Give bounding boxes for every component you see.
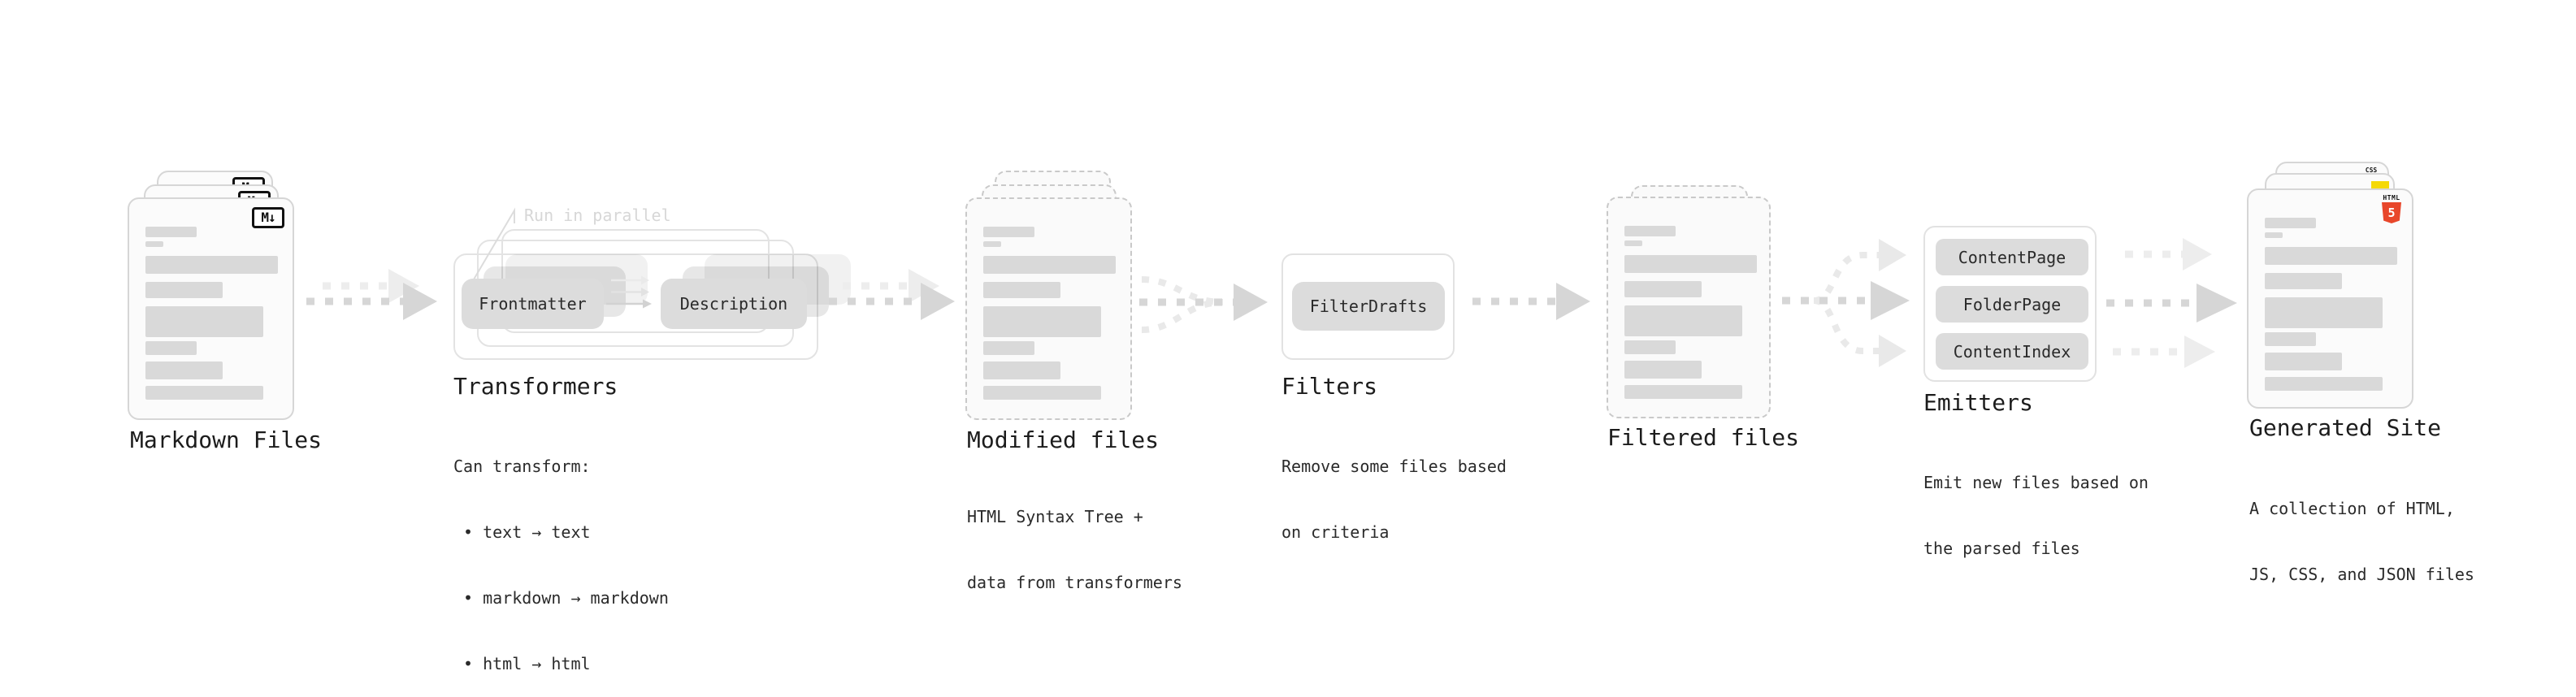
html5-icon-shield: 5 bbox=[2382, 202, 2401, 223]
placeholder-text-bar bbox=[145, 227, 197, 237]
filters-label: Filters bbox=[1281, 373, 1378, 400]
placeholder-text-bar bbox=[2265, 273, 2342, 289]
modified-file-card bbox=[965, 197, 1132, 420]
emitters-description: Emit new files based on the parsed files bbox=[1923, 428, 2149, 582]
modified-files-description: HTML Syntax Tree + data from transformer… bbox=[967, 462, 1182, 616]
arrow-filtered-to-emitters-fanout bbox=[1782, 239, 1910, 367]
frontmatter-pill: Frontmatter bbox=[462, 279, 604, 329]
placeholder-text-bar bbox=[2265, 218, 2316, 228]
arrow-markdown-to-transformers bbox=[306, 283, 437, 320]
placeholder-text-bar bbox=[2265, 247, 2397, 265]
transform-bullet-html: • html → html bbox=[463, 654, 591, 673]
filters-desc-line2: on criteria bbox=[1281, 522, 1390, 542]
site-file-card: HTML 5 bbox=[2247, 188, 2413, 409]
placeholder-text-bar bbox=[983, 241, 1001, 247]
html5-icon-label: HTML bbox=[2383, 194, 2400, 201]
emitters-desc-line2: the parsed files bbox=[1923, 539, 2080, 558]
filters-description: Remove some files based on criteria bbox=[1281, 412, 1507, 565]
site-desc-line1: A collection of HTML, bbox=[2249, 499, 2455, 518]
placeholder-text-bar bbox=[983, 256, 1116, 274]
placeholder-text-bar bbox=[983, 361, 1060, 379]
placeholder-text-bar bbox=[2265, 353, 2342, 370]
placeholder-text-bar bbox=[983, 341, 1034, 355]
arrow-transformers-to-modified-ghost bbox=[843, 269, 939, 303]
placeholder-text-bar bbox=[983, 306, 1101, 337]
modified-desc-line1: HTML Syntax Tree + bbox=[967, 507, 1143, 526]
html5-icon-number: 5 bbox=[2387, 206, 2396, 220]
filterdrafts-pill: FilterDrafts bbox=[1292, 282, 1445, 331]
placeholder-text-bar bbox=[1624, 361, 1702, 379]
placeholder-text-bar bbox=[1624, 255, 1757, 273]
html5-icon: HTML 5 bbox=[2381, 194, 2402, 223]
placeholder-text-bar bbox=[2265, 232, 2283, 238]
transformers-label: Transformers bbox=[453, 373, 618, 400]
placeholder-text-bar bbox=[983, 227, 1034, 237]
placeholder-text-bar bbox=[1624, 340, 1676, 354]
arrow-emitters-to-site-bottom bbox=[2113, 336, 2215, 368]
transform-bullet-markdown: • markdown → markdown bbox=[463, 588, 669, 608]
filters-panel: FilterDrafts bbox=[1281, 253, 1455, 360]
placeholder-text-bar bbox=[1624, 226, 1676, 236]
placeholder-text-bar bbox=[1624, 305, 1742, 336]
markdown-icon: M↓ bbox=[252, 207, 284, 228]
placeholder-text-bar bbox=[145, 282, 223, 298]
arrow-emitters-to-site-middle bbox=[2106, 284, 2237, 323]
css-icon-label: CSS bbox=[2365, 167, 2378, 174]
placeholder-text-bar bbox=[145, 386, 263, 400]
site-desc-line2: JS, CSS, and JSON files bbox=[2249, 565, 2474, 584]
transform-bullet-text: • text → text bbox=[463, 522, 591, 542]
placeholder-text-bar bbox=[145, 361, 223, 379]
description-pill: Description bbox=[661, 279, 807, 329]
filters-desc-line1: Remove some files based bbox=[1281, 457, 1507, 476]
can-transform-title: Can transform: bbox=[453, 457, 591, 476]
modified-desc-line2: data from transformers bbox=[967, 573, 1182, 592]
markdown-file-card: M↓ bbox=[128, 197, 294, 420]
generated-site-description: A collection of HTML, JS, CSS, and JSON … bbox=[2249, 454, 2474, 608]
markdown-files-label: Markdown Files bbox=[130, 426, 323, 453]
arrow-modified-to-filters-converge bbox=[1139, 276, 1268, 333]
contentpage-pill: ContentPage bbox=[1936, 239, 2088, 275]
placeholder-text-bar bbox=[1624, 281, 1702, 297]
arrow-markdown-to-transformers-ghost bbox=[323, 269, 419, 303]
filtered-files-label: Filtered files bbox=[1607, 424, 1800, 451]
placeholder-text-bar bbox=[145, 306, 263, 337]
folderpage-pill: FolderPage bbox=[1936, 286, 2088, 323]
filtered-file-card bbox=[1607, 197, 1771, 418]
emitters-panel: ContentPage FolderPage ContentIndex bbox=[1923, 226, 2097, 382]
placeholder-text-bar bbox=[145, 341, 197, 355]
placeholder-text-bar bbox=[145, 241, 163, 247]
arrow-emitters-to-site-top bbox=[2125, 238, 2212, 271]
generated-site-label: Generated Site bbox=[2249, 414, 2442, 441]
arrow-filters-to-filtered bbox=[1472, 283, 1590, 320]
placeholder-text-bar bbox=[1624, 240, 1642, 246]
placeholder-text-bar bbox=[983, 282, 1060, 298]
run-in-parallel-note: Run in parallel bbox=[524, 206, 671, 225]
placeholder-text-bar bbox=[145, 256, 278, 274]
contentindex-pill: ContentIndex bbox=[1936, 333, 2088, 370]
placeholder-text-bar bbox=[2265, 377, 2383, 391]
transformers-description: Can transform: • text → text • markdown … bbox=[453, 412, 669, 697]
transformer-box bbox=[453, 253, 818, 360]
emitters-label: Emitters bbox=[1923, 389, 2033, 416]
emitters-desc-line1: Emit new files based on bbox=[1923, 473, 2149, 492]
placeholder-text-bar bbox=[983, 386, 1101, 400]
placeholder-text-bar bbox=[1624, 385, 1742, 399]
placeholder-text-bar bbox=[2265, 297, 2383, 328]
placeholder-text-bar bbox=[2265, 332, 2316, 346]
modified-files-label: Modified files bbox=[967, 426, 1160, 453]
